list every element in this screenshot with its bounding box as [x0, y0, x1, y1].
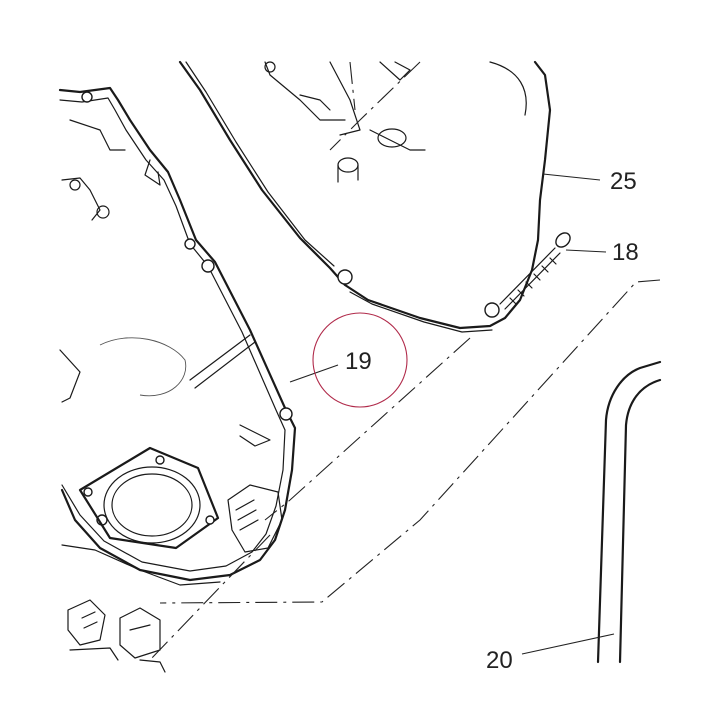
callout-19-group: 19: [289, 312, 408, 408]
highlight-circle: [312, 312, 408, 408]
callout-20-group: 20: [486, 633, 615, 674]
part-20-seal: [596, 360, 662, 664]
callout-18-group: 18: [565, 239, 639, 266]
connector: [227, 484, 283, 553]
alignment-lines: [149, 279, 661, 661]
callout-25: 25: [610, 168, 637, 195]
callout-20: 20: [486, 647, 513, 674]
cover-screw-hole-left: [337, 269, 353, 285]
part-18-screw: [499, 232, 571, 310]
callout-18: 18: [612, 239, 639, 266]
small-fittings: [67, 599, 166, 673]
part-25-cover: [178, 60, 552, 333]
part-19-housing: [58, 86, 297, 586]
cover-screw-hole-right: [484, 302, 500, 318]
callout-19: 19: [345, 348, 372, 375]
port-flange: [78, 446, 220, 550]
callout-25-group: 25: [542, 168, 637, 195]
